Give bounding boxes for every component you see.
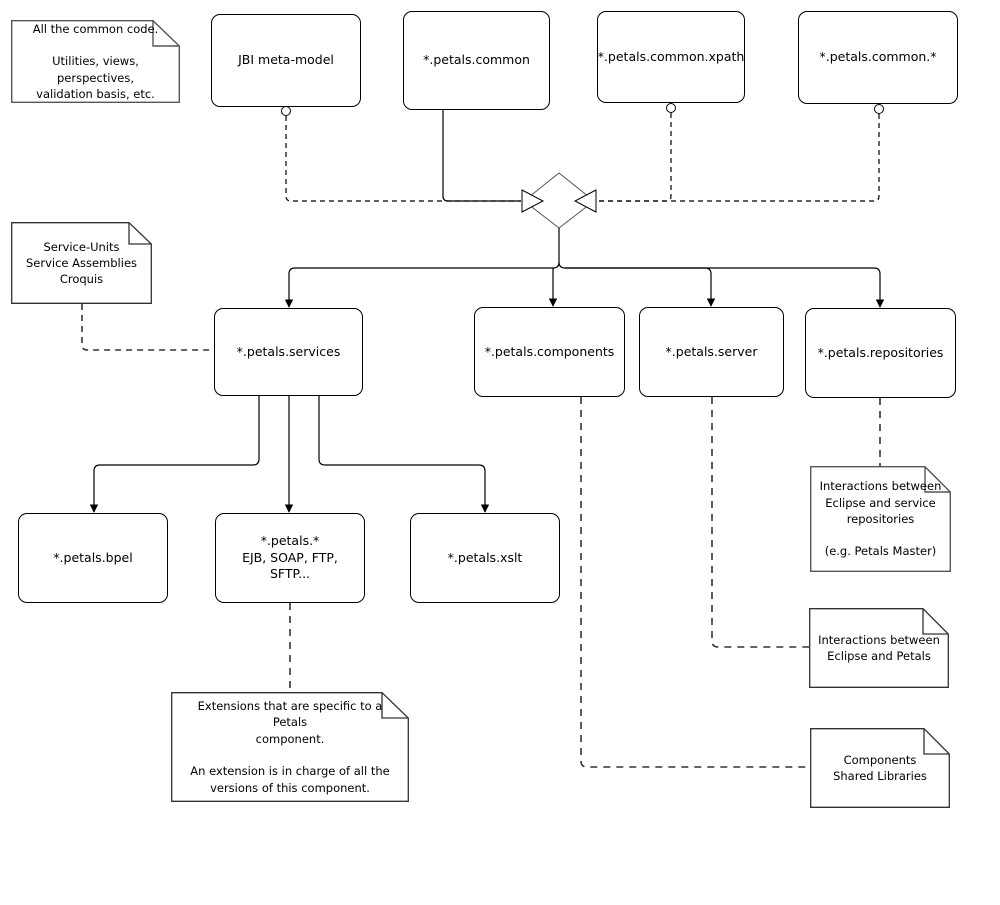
node-petals-common-xpath[interactable]: *.petals.common.xpath xyxy=(597,11,745,103)
connector-merge-fork-bar-right xyxy=(558,261,881,297)
node-jbi-meta-model[interactable]: JBI meta-model xyxy=(211,14,361,107)
merge-diamond-node[interactable] xyxy=(521,172,597,229)
note-text: Interactions between Eclipse and Petals xyxy=(818,632,940,663)
connector-merge-to-server xyxy=(565,267,712,297)
note-text: Interactions between Eclipse and service… xyxy=(819,479,942,559)
note-text: Components Shared Libraries xyxy=(833,752,927,783)
note-shape-icon xyxy=(809,608,949,688)
connector-note-su-to-services xyxy=(81,304,214,351)
node-label: *.petals.common xyxy=(423,52,530,68)
node-label: JBI meta-model xyxy=(238,52,334,68)
node-label: *.petals.* EJB, SOAP, FTP, SFTP... xyxy=(242,532,338,582)
note-text: Extensions that are specific to a Petals… xyxy=(190,699,390,795)
node-label: *.petals.common.* xyxy=(819,49,937,65)
node-petals-xslt[interactable]: *.petals.xslt xyxy=(410,513,560,603)
node-petals-common-star[interactable]: *.petals.common.* xyxy=(798,11,958,104)
node-petals-services[interactable]: *.petals.services xyxy=(214,308,363,396)
node-label: *.petals.repositories xyxy=(817,344,944,360)
note-service-units[interactable]: Service-Units Service Assemblies Croquis xyxy=(11,222,152,304)
note-text: Service-Units Service Assemblies Croquis xyxy=(25,239,138,287)
node-petals-star[interactable]: *.petals.* EJB, SOAP, FTP, SFTP... xyxy=(215,513,365,603)
connector-merge-fork-bar xyxy=(288,261,560,297)
note-components-shared-libraries[interactable]: Components Shared Libraries xyxy=(810,728,950,808)
connector-services-stem-right xyxy=(318,396,486,503)
node-label: *.petals.xslt xyxy=(447,549,523,565)
connector-server-to-note xyxy=(711,397,809,648)
connector-jbi-to-merge xyxy=(281,106,521,202)
note-extensions[interactable]: Extensions that are specific to a Petals… xyxy=(171,692,409,802)
note-shape-icon xyxy=(171,692,409,802)
node-petals-server[interactable]: *.petals.server xyxy=(639,307,784,397)
note-shape-icon xyxy=(11,20,180,103)
note-all-common-code[interactable]: All the common code. Utilities, views, p… xyxy=(11,20,180,103)
node-petals-repositories[interactable]: *.petals.repositories xyxy=(805,308,956,398)
connector-common-to-merge xyxy=(442,110,521,202)
note-repositories-interactions[interactable]: Interactions between Eclipse and service… xyxy=(810,466,951,572)
note-shape-icon xyxy=(810,728,950,808)
note-eclipse-petals-interactions[interactable]: Interactions between Eclipse and Petals xyxy=(809,608,949,688)
node-label: *.petals.services xyxy=(236,343,341,359)
connector-commonstar-to-merge xyxy=(597,104,884,202)
connector-services-stem-left xyxy=(93,396,260,503)
node-petals-common[interactable]: *.petals.common xyxy=(403,11,550,110)
node-label: *.petals.components xyxy=(484,343,615,359)
note-shape-icon xyxy=(810,466,951,572)
node-label: *.petals.common.xpath xyxy=(597,48,745,64)
node-petals-bpel[interactable]: *.petals.bpel xyxy=(18,513,168,603)
node-label: *.petals.bpel xyxy=(53,549,133,565)
node-label: *.petals.server xyxy=(665,343,758,359)
note-text: All the common code. Utilities, views, p… xyxy=(32,21,159,101)
note-shape-icon xyxy=(11,222,152,304)
connector-components-to-note xyxy=(580,397,810,768)
node-petals-components[interactable]: *.petals.components xyxy=(474,307,625,397)
connector-commonxpath-to-merge xyxy=(597,103,676,202)
